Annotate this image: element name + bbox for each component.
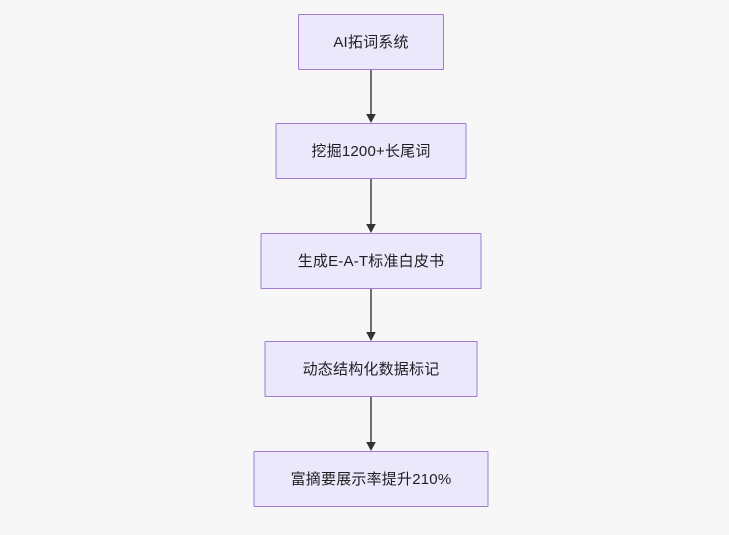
arrowhead: [366, 332, 376, 341]
flow-node-label: 生成E-A-T标准白皮书: [297, 252, 445, 270]
flow-node-2[interactable]: 挖掘1200+长尾词: [275, 123, 467, 179]
flow-node-label: 动态结构化数据标记: [302, 360, 440, 378]
arrowhead: [366, 442, 376, 451]
flow-edge-4: [364, 397, 378, 451]
flow-node-1[interactable]: AI拓词系统: [298, 14, 444, 70]
flow-node-3[interactable]: 生成E-A-T标准白皮书: [260, 233, 482, 289]
flow-edge-1: [364, 70, 378, 123]
flow-node-label: 挖掘1200+长尾词: [311, 142, 431, 160]
flow-node-4[interactable]: 动态结构化数据标记: [264, 341, 478, 397]
arrowhead: [366, 224, 376, 233]
flow-node-5[interactable]: 富摘要展示率提升210%: [253, 451, 489, 507]
flow-node-label: AI拓词系统: [333, 33, 409, 51]
flow-edge-2: [364, 179, 378, 233]
flow-node-label: 富摘要展示率提升210%: [290, 470, 452, 488]
arrowhead: [366, 114, 376, 123]
flow-edge-3: [364, 289, 378, 341]
